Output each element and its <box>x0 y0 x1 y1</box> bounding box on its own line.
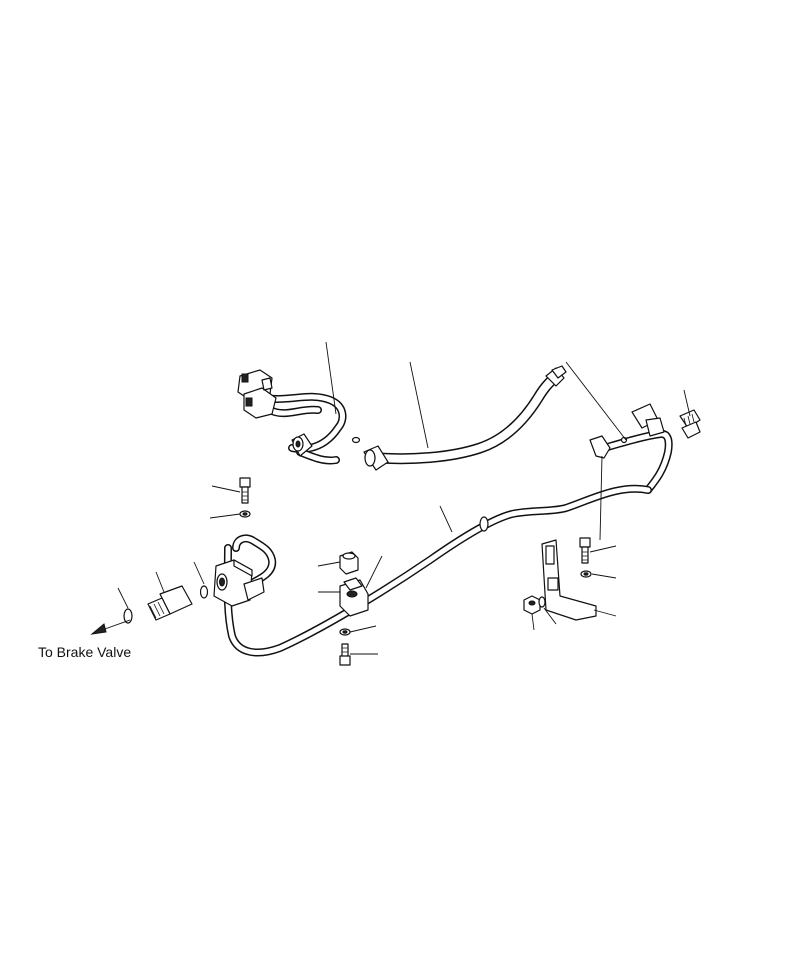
washer-right <box>580 570 592 578</box>
right-tube-clip <box>589 435 628 459</box>
pressure-switch <box>237 369 277 419</box>
washer-upper-left <box>239 510 251 518</box>
bolt-right <box>579 537 591 564</box>
clamp-spacer <box>339 551 359 575</box>
washer-center <box>339 628 351 636</box>
to-brake-valve-label: To Brake Valve <box>38 644 131 660</box>
main-brake-tube <box>223 484 652 657</box>
upper-tube-fitting <box>291 433 313 457</box>
tee-junction-block <box>213 559 265 607</box>
right-tube <box>600 403 673 494</box>
leader-lines <box>117 341 691 655</box>
tube-clamp <box>339 577 369 617</box>
flexible-hose <box>363 365 567 471</box>
bolt-upper-left <box>239 477 251 504</box>
elbow-connector <box>679 409 701 439</box>
o-ring-left <box>123 608 133 624</box>
bolt-center <box>339 643 351 666</box>
arrow-left-down-icon <box>90 619 131 635</box>
adapter-fitting <box>147 585 193 621</box>
nut-right <box>523 595 541 615</box>
o-ring-right <box>199 585 209 599</box>
lock-washer-right <box>538 596 546 608</box>
small-clip <box>351 436 361 444</box>
